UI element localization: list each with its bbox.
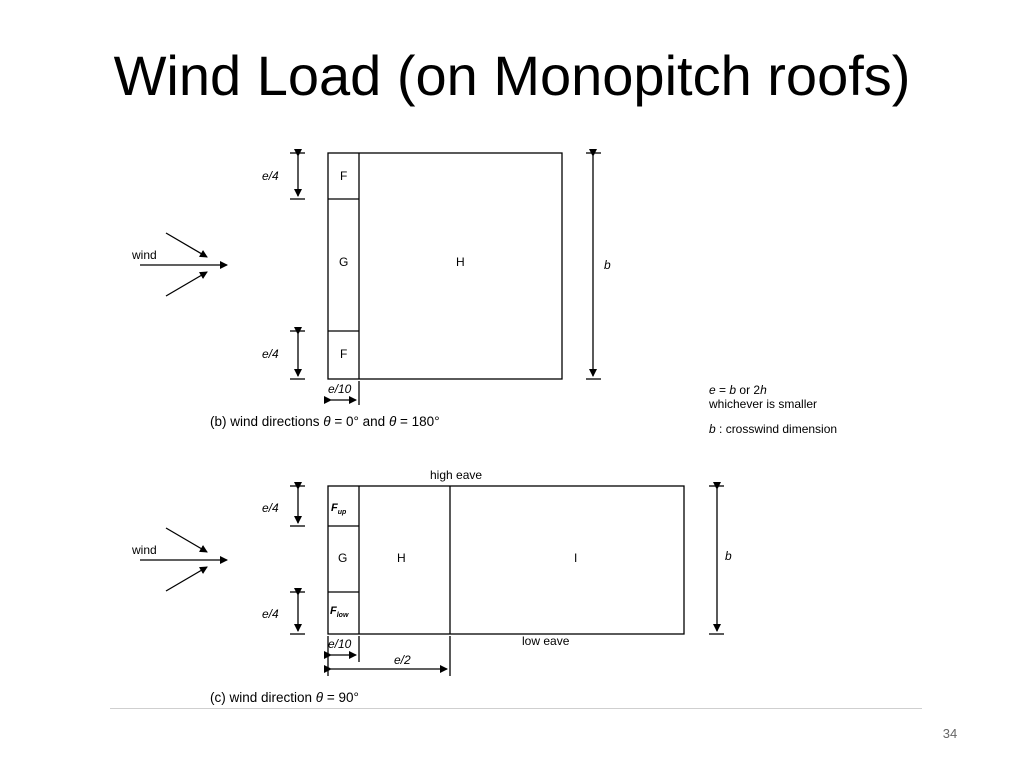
slide-title: Wind Load (on Monopitch roofs) [113, 44, 911, 107]
figure-b [140, 149, 601, 405]
low-eave-label: low eave [522, 634, 570, 648]
caption-b: (b) wind directions θ = 0° and θ = 180° [210, 414, 440, 429]
high-eave-label: high eave [430, 468, 482, 482]
dim-e4-top-c-label: e/4 [262, 501, 279, 515]
zone-f-low-sub: low [337, 612, 349, 619]
wind-arrow-b-lower [165, 271, 208, 297]
dim-b-b-label: b [604, 258, 611, 272]
caption-b-prefix: (b) wind directions [210, 414, 323, 429]
wind-arrow-b-upper [165, 232, 208, 258]
dim-b-c-label: b [725, 549, 732, 563]
zone-f-bottom-b: F [340, 347, 347, 361]
zone-h-c: H [397, 551, 406, 565]
roof-plan-b [327, 152, 563, 380]
zone-g-b: G [339, 255, 348, 269]
zone-f-up-c: Fup [331, 502, 347, 516]
wind-arrow-c-lower [165, 566, 208, 592]
dim-e4-top-b-label: e/4 [262, 169, 279, 183]
note-equals: = [716, 383, 730, 397]
caption-c-prefix: (c) wind direction [210, 690, 316, 705]
zone-f-up-sub: up [338, 509, 347, 516]
figure-c [140, 482, 724, 676]
zone-h-b: H [456, 255, 465, 269]
dim-e10-b-label: e/10 [328, 382, 352, 396]
footer-divider [110, 708, 922, 709]
caption-c-theta: θ [316, 690, 324, 705]
dim-e4-bottom-c-label: e/4 [262, 607, 279, 621]
zone-i-c: I [574, 551, 577, 565]
caption-b-theta2: θ [389, 414, 397, 429]
note-line3: b : crosswind dimension [709, 422, 837, 436]
dim-e2-c-label: e/2 [394, 653, 411, 667]
zone-g-c: G [338, 551, 347, 565]
caption-b-mid: = 0° and [331, 414, 389, 429]
dim-e4-bottom-b-label: e/4 [262, 347, 279, 361]
note-h: h [760, 383, 767, 397]
note-line1: e = b or 2h [709, 383, 767, 397]
caption-c-suffix: = 90° [323, 690, 359, 705]
zone-f-low-main: F [330, 605, 337, 617]
note-b: b [729, 383, 736, 397]
zone-f-top-b: F [340, 169, 347, 183]
caption-c: (c) wind direction θ = 90° [210, 690, 359, 705]
roof-plan-c [327, 485, 685, 635]
caption-b-theta1: θ [323, 414, 331, 429]
wind-arrow-c-upper [165, 527, 208, 553]
note-line3-rest: : crosswind dimension [716, 422, 837, 436]
wind-label-c: wind [131, 543, 157, 557]
note-e: e [709, 383, 716, 397]
note-line3-b: b [709, 422, 716, 436]
caption-b-suffix: = 180° [396, 414, 439, 429]
dim-e10-c-label: e/10 [328, 637, 352, 651]
note-or: or 2 [736, 383, 760, 397]
page-number: 34 [942, 726, 958, 741]
note-line2: whichever is smaller [708, 397, 817, 411]
zone-f-up-main: F [331, 502, 338, 514]
zone-f-low-c: Flow [330, 605, 349, 619]
wind-label-b: wind [131, 248, 157, 262]
